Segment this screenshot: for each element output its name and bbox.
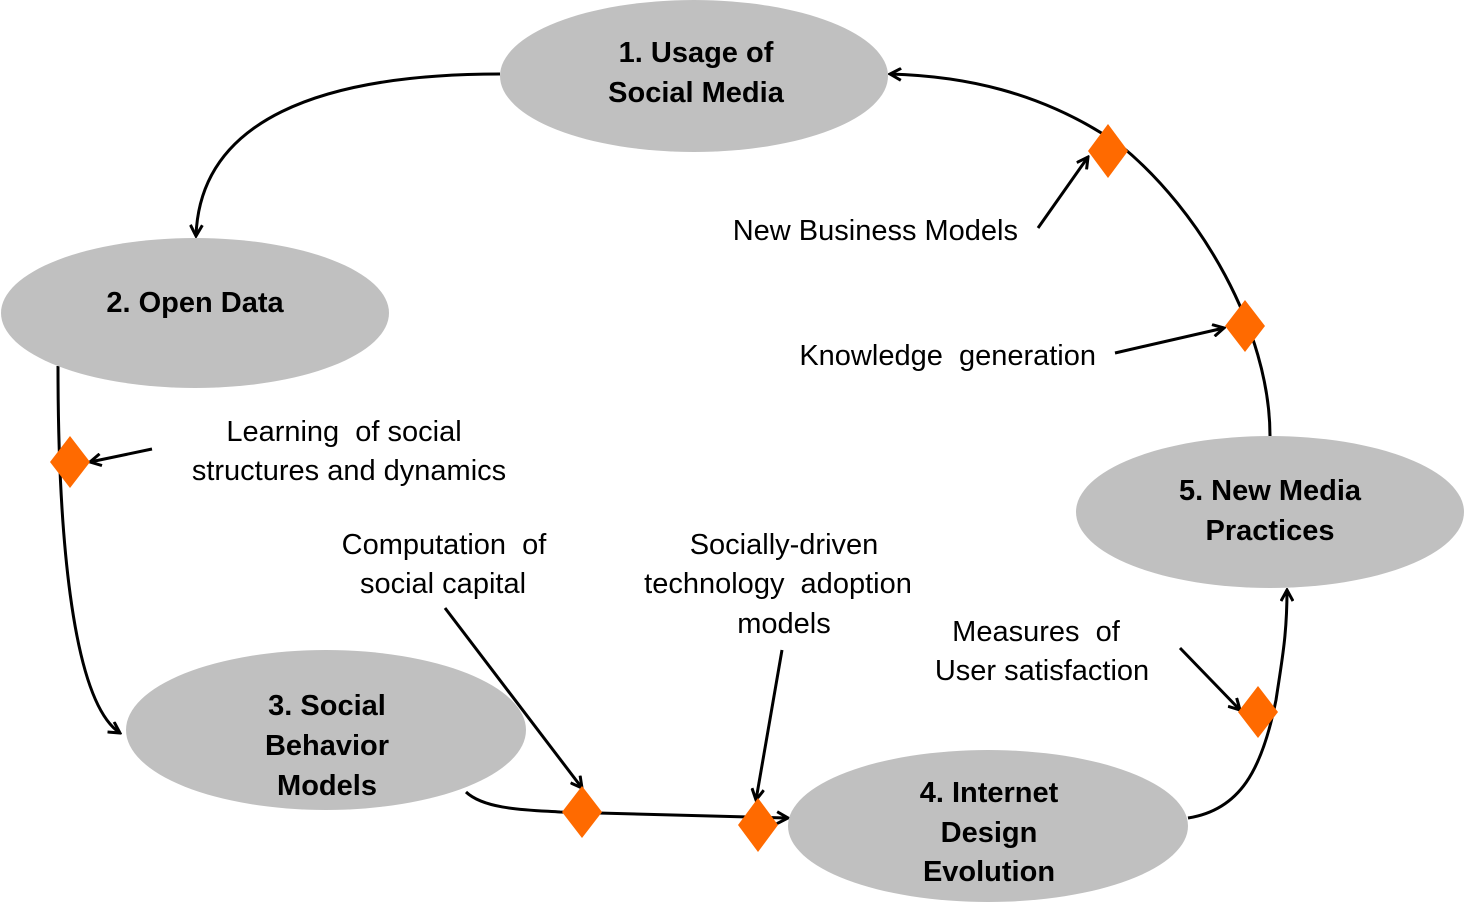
connector-practices-to-usage [890,74,1272,437]
annotation-learning-line-2: structures and dynamics [192,455,506,487]
node-internet-line-1: 4. Internet [920,777,1059,809]
connector-usage-to-open-data [196,72,501,236]
marker-diamond-social-capital [562,786,602,838]
annotation-social-capital-line-1: Computation of [342,529,548,561]
node-usage-of-social-media: 1. Usage of Social Media [500,0,888,152]
annotation-adoption-line-1: Socially-driven [690,529,879,561]
marker-diamond-business-models [1088,124,1128,178]
node-practices-line-1: 5. New Media [1179,475,1362,507]
marker-diamond-knowledge [1225,300,1265,352]
connector-open-data-to-behavior [56,365,120,733]
annotation-new-business-models: New Business Models [733,215,1018,247]
pointer-social-capital [443,607,582,788]
connector-internet-to-practices [1187,590,1287,820]
node-internet-line-3: Evolution [923,856,1055,888]
annotation-learning-of-social-structures: Learning of social structures and dynami… [192,416,506,487]
annotation-computation-of-social-capital: Computation of social capital [342,529,548,600]
annotation-adoption-line-3: models [737,608,831,640]
annotation-adoption-line-2: technology adoption [644,568,912,600]
node-behavior-line-1: 3. Social [268,690,386,722]
marker-diamond-learning [50,436,90,488]
marker-diamond-adoption [738,798,778,852]
marker-diamond-satisfaction [1238,686,1278,738]
node-internet-line-2: Design [941,817,1038,849]
node-new-media-practices: 5. New Media Practices [1076,436,1464,588]
connector-behavior-to-internet [464,790,788,818]
annotation-measures-of-user-satisfaction: Measures of User satisfaction [935,616,1149,687]
node-social-behavior-models: 3. Social Behavior Models [126,650,526,810]
pointer-adoption [756,649,784,800]
annotation-learning-line-1: Learning of social [226,416,461,448]
annotation-social-capital-line-2: social capital [360,568,526,600]
pointer-knowledge [1114,328,1224,355]
annotation-satisfaction-line-1: Measures of [952,616,1121,648]
node-practices-line-2: Practices [1206,515,1335,547]
node-behavior-line-2: Behavior [265,730,389,762]
node-open-data-line-1: 2. Open Data [106,287,284,319]
node-internet-design-evolution: 4. Internet Design Evolution [788,750,1188,902]
pointer-learning [90,447,153,462]
annotation-satisfaction-line-2: User satisfaction [935,655,1149,687]
node-behavior-line-3: Models [277,770,377,802]
node-usage-line-1: 1. Usage of [619,37,774,69]
annotation-technology-adoption-models: Socially-driven technology adoption mode… [644,529,912,640]
annotation-knowledge-generation: Knowledge generation [799,340,1096,372]
node-usage-line-2: Social Media [608,77,785,109]
pointer-business-models [1036,157,1088,229]
pointer-satisfaction [1178,646,1240,710]
node-open-data: 2. Open Data [1,238,389,388]
